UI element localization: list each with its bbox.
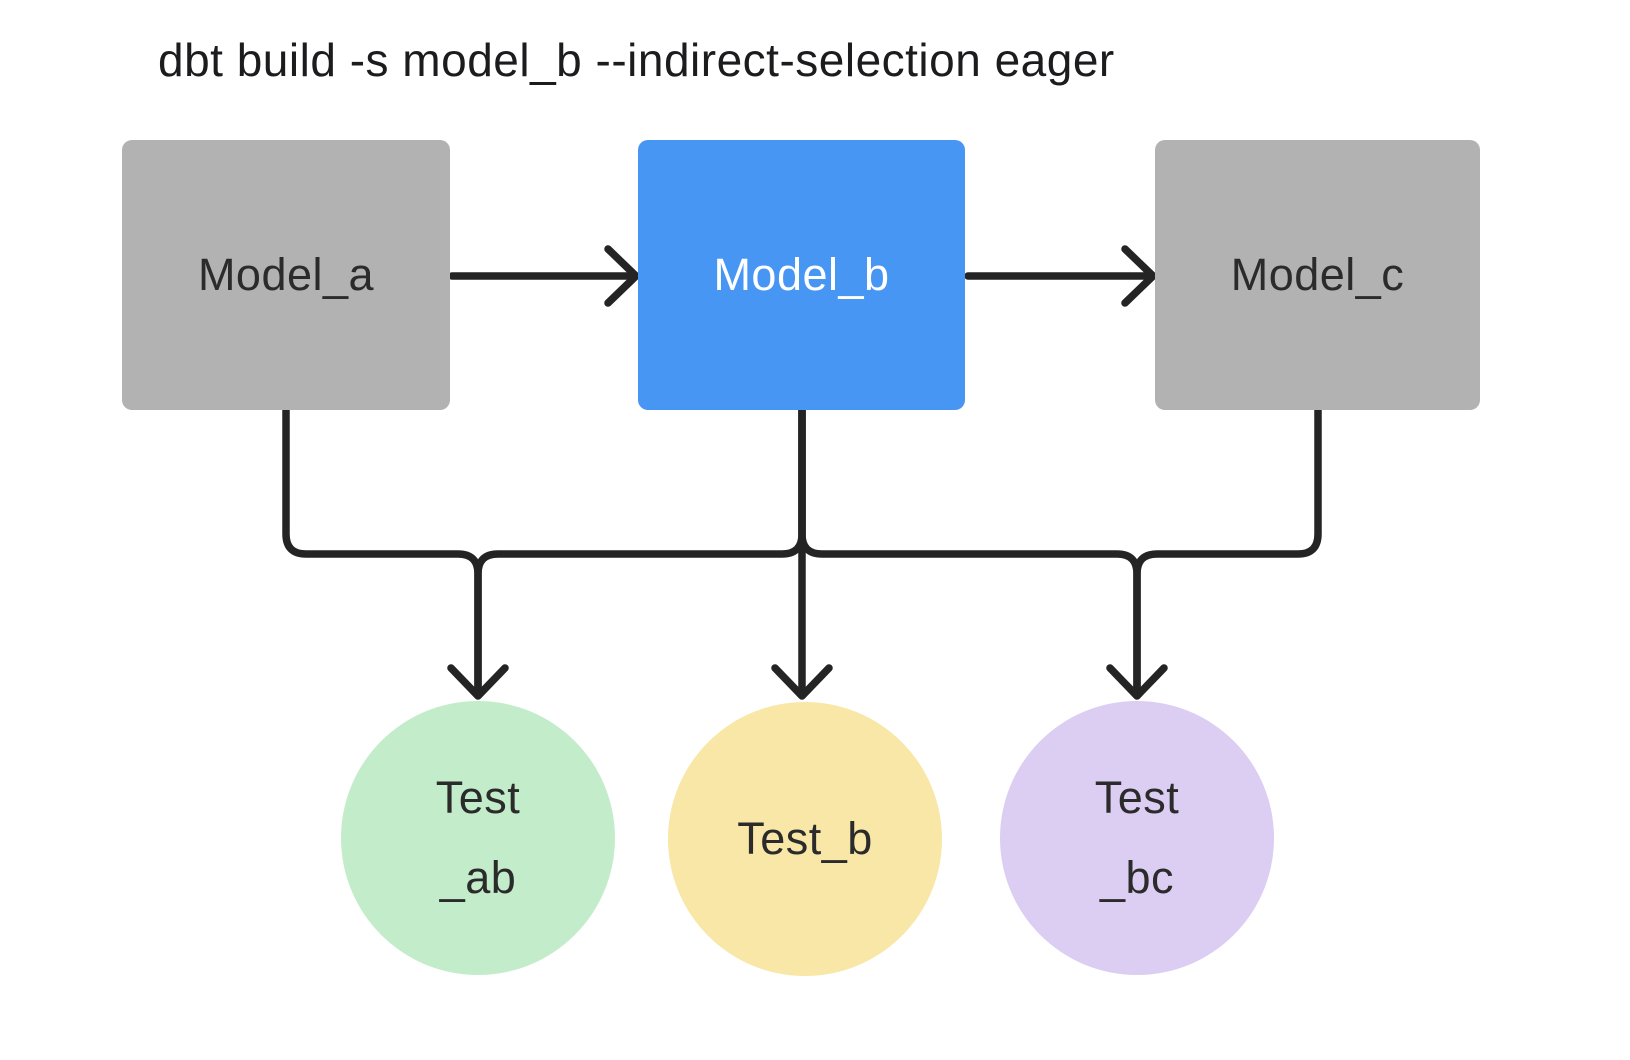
edge-model-b-to-test-bc [798, 406, 1141, 694]
arrowhead-test-ab-icon [447, 664, 509, 700]
node-test-bc-label-line1: Test [1094, 772, 1180, 823]
node-test-bc: Test _bc [1000, 701, 1274, 975]
node-model-a-label: Model_a [197, 249, 375, 300]
node-test-bc-label-line2: _bc [1099, 852, 1175, 903]
arrowhead-model-b-icon [604, 245, 640, 307]
node-model-a: Model_a [122, 140, 450, 410]
arrowhead-model-c-icon [1121, 245, 1157, 307]
arrowhead-test-b-icon [771, 664, 833, 700]
node-model-c-label: Model_c [1230, 249, 1405, 300]
node-model-b-label: Model_b [713, 249, 890, 300]
node-test-ab-label-line2: _ab [439, 852, 517, 903]
edge-model-b-to-test-ab [474, 406, 806, 694]
node-test-b-label: Test_b [737, 813, 873, 864]
node-test-b: Test_b [668, 702, 942, 976]
node-model-c: Model_c [1155, 140, 1480, 410]
diagram-title: dbt build -s model_b --indirect-selectio… [158, 34, 1115, 86]
edge-model-a-to-test-ab [282, 406, 482, 694]
edge-model-c-to-test-bc [1133, 406, 1322, 694]
node-test-ab: Test _ab [341, 701, 615, 975]
node-test-ab-label-line1: Test [435, 772, 521, 823]
arrowhead-test-bc-icon [1106, 664, 1168, 700]
node-model-b-selected: Model_b [638, 140, 965, 410]
